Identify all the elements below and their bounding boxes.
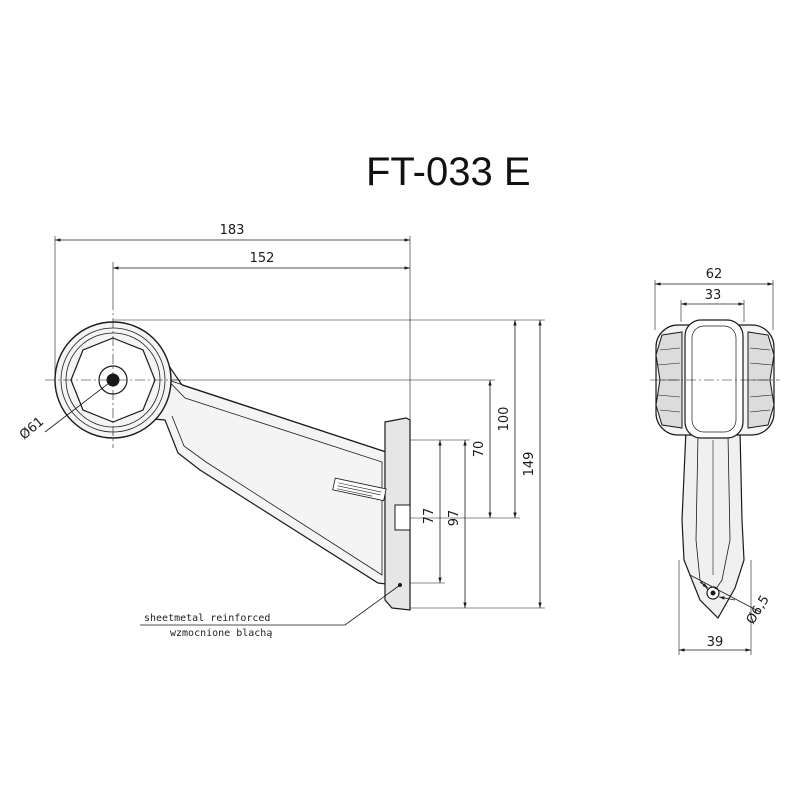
arm-inner-contour xyxy=(159,371,383,576)
note-leader-dot xyxy=(398,583,402,587)
note-polish: wzmocnione blachą xyxy=(170,628,272,639)
front-lens-inner xyxy=(691,325,737,433)
dim-97-text: 97 xyxy=(447,510,462,527)
side-view xyxy=(44,236,545,626)
dia6_5-leader xyxy=(689,574,761,613)
brand-logo xyxy=(332,477,387,502)
dim-77-text: 77 xyxy=(422,508,437,525)
note-english: sheetmetal reinforced xyxy=(144,613,270,624)
arm-body xyxy=(139,336,396,586)
dim-62-text: 62 xyxy=(706,267,723,282)
drawing-title: FT-033 E xyxy=(366,150,531,194)
arm-top-edge xyxy=(167,379,391,454)
front-stem-inner xyxy=(695,434,731,596)
dia61-leader xyxy=(44,379,114,433)
mounting-plate-tab xyxy=(394,504,411,531)
dim-dia6_5-text: Ø6,5 xyxy=(744,593,773,627)
dim-183-text: 183 xyxy=(220,223,245,238)
dim-100-text: 100 xyxy=(497,407,512,432)
dim-33-text: 33 xyxy=(705,288,722,303)
dim-dia61-text: Ø61 xyxy=(17,414,47,443)
dim-39-text: 39 xyxy=(707,635,724,650)
front-lens xyxy=(684,319,744,439)
front-view xyxy=(650,280,780,655)
dim-149-text: 149 xyxy=(522,452,537,477)
dim-70-text: 70 xyxy=(472,441,487,458)
dim-152-text: 152 xyxy=(250,251,275,266)
note-leader xyxy=(140,584,401,626)
